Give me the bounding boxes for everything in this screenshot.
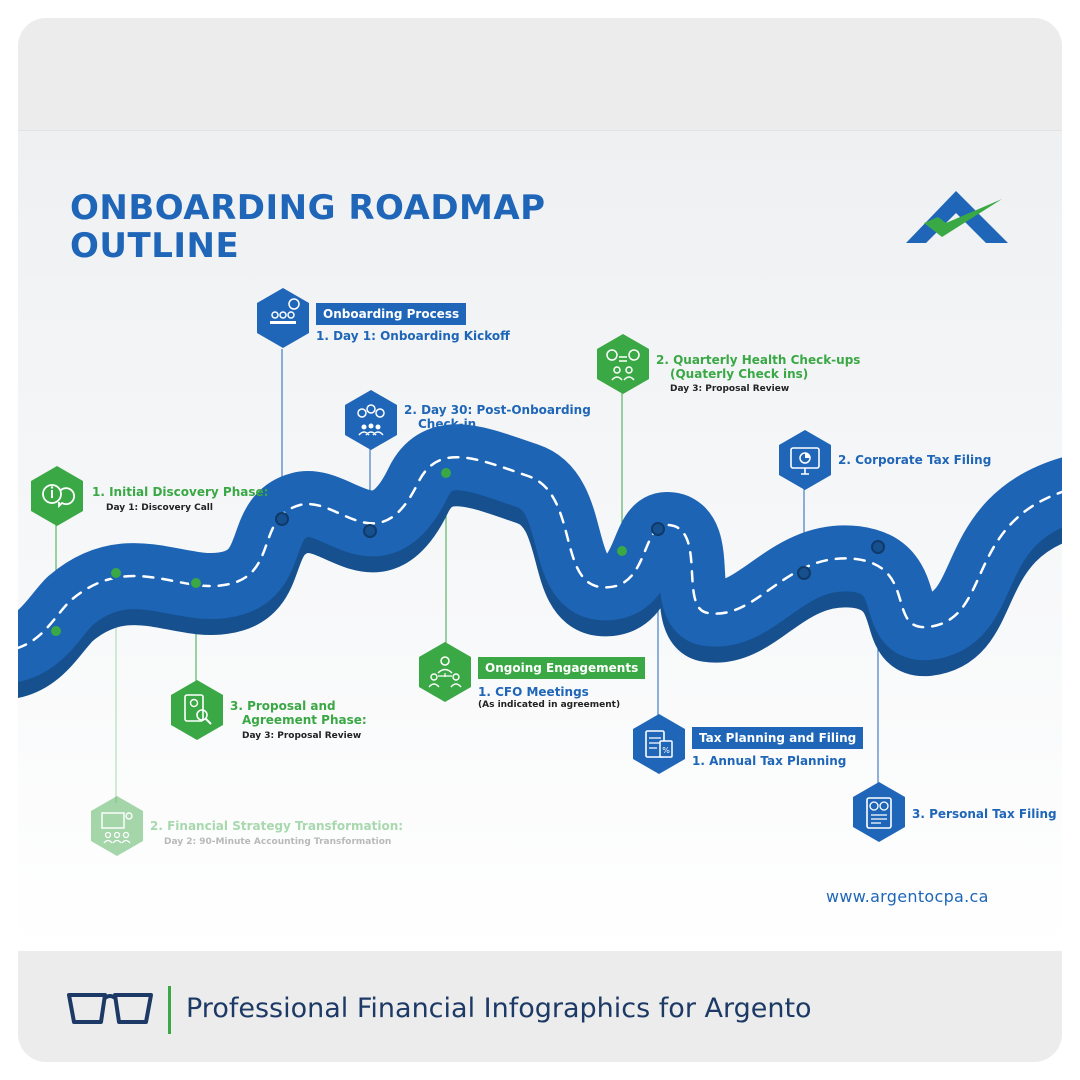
node-ongoing <box>439 466 453 480</box>
money-team-icon <box>344 389 398 451</box>
initial-discovery-sub: Day 1: Discovery Call <box>106 503 213 513</box>
roadmap-road <box>18 349 1062 803</box>
footer-tagline: Professional Financial Infographics for … <box>186 993 812 1024</box>
corporate-tax-label: 2. Corporate Tax Filing <box>838 449 991 468</box>
proposal-sub: Day 3: Proposal Review <box>242 731 362 741</box>
quarterly-sub: Day 3: Proposal Review <box>670 384 790 394</box>
node-onboarding <box>275 512 289 526</box>
corporate-tax-title: 2. Corporate Tax Filing <box>838 453 992 467</box>
ongoing-header: Ongoing Engagements <box>478 657 646 679</box>
quarterly-title-line2: (Quaterly Check ins) <box>670 367 809 381</box>
initial-discovery-label: 1. Initial Discovery Phase: Day 1: Disco… <box>92 481 268 514</box>
node-day30 <box>363 524 377 538</box>
proposal-title-line1: 3. Proposal and <box>230 699 336 713</box>
tax-form-icon <box>852 781 906 843</box>
ongoing-sub: (As indicated in agreement) <box>478 700 621 710</box>
footer-divider <box>168 986 171 1034</box>
title-line-1: ONBOARDING ROADMAP <box>70 188 546 228</box>
website-link[interactable]: www.argentocpa.ca <box>826 887 989 906</box>
node-tax-planning <box>651 522 665 536</box>
initial-discovery-title: 1. Initial Discovery Phase: <box>92 485 269 499</box>
argento-logo-icon <box>906 191 1008 243</box>
ongoing-label: Ongoing Engagements 1. CFO Meetings (As … <box>478 657 646 711</box>
ongoing-title: 1. CFO Meetings <box>478 685 589 699</box>
personal-tax-label: 3. Personal Tax Filing <box>912 803 1057 822</box>
team-network-icon <box>418 641 472 703</box>
financial-strategy-sub: Day 2: 90-Minute Accounting Transformati… <box>164 837 392 847</box>
tax-planning-header: Tax Planning and Filing <box>692 727 864 749</box>
financial-strategy-title: 2. Financial Strategy Transformation: <box>150 819 404 833</box>
infographic-poster: ONBOARDING ROADMAP OUTLINE <box>18 130 1062 951</box>
proposal-title-line2: Agreement Phase: <box>242 713 367 727</box>
glasses-icon <box>67 993 153 1024</box>
onboarding-process-label: Onboarding Process 1. Day 1: Onboarding … <box>316 303 510 343</box>
chat-info-icon <box>30 465 84 527</box>
personal-tax-title: 3. Personal Tax Filing <box>912 807 1057 821</box>
svg-text:%: % <box>662 746 670 755</box>
day30-title-line2: Check-in <box>418 417 477 431</box>
document-search-icon <box>170 679 224 741</box>
road-body <box>18 424 1062 698</box>
proposal-label: 3. Proposal and Agreement Phase: Day 3: … <box>230 699 367 742</box>
financial-strategy-label: 2. Financial Strategy Transformation: Da… <box>150 819 403 848</box>
onboarding-process-title: 1. Day 1: Onboarding Kickoff <box>316 329 510 343</box>
node-proposal <box>189 576 203 590</box>
meeting-icon <box>256 287 310 349</box>
node-corporate-tax <box>797 566 811 580</box>
quarterly-title-line1: 2. Quarterly Health Check-ups <box>656 353 861 367</box>
discussion-icon <box>596 333 650 395</box>
node-personal-tax <box>871 540 885 554</box>
day30-label: 2. Day 30: Post-Onboarding Check-in <box>404 403 591 431</box>
node-financial-strategy <box>109 566 123 580</box>
tax-document-icon: % <box>632 713 686 775</box>
tax-planning-title: 1. Annual Tax Planning <box>692 754 847 768</box>
node-quarterly <box>615 544 629 558</box>
monitor-chart-icon <box>778 429 832 491</box>
quarterly-label: 2. Quarterly Health Check-ups (Quaterly … <box>656 353 860 395</box>
presentation-icon <box>90 795 144 857</box>
footer-bar: Professional Financial Infographics for … <box>18 950 1062 1062</box>
day30-title-line1: 2. Day 30: Post-Onboarding <box>404 403 591 417</box>
page-title: ONBOARDING ROADMAP OUTLINE <box>70 189 546 265</box>
road-nodes <box>49 466 885 638</box>
title-line-2: OUTLINE <box>70 226 240 266</box>
node-initial-discovery <box>49 624 63 638</box>
tax-planning-label: Tax Planning and Filing 1. Annual Tax Pl… <box>692 727 864 768</box>
onboarding-process-header: Onboarding Process <box>316 303 467 325</box>
